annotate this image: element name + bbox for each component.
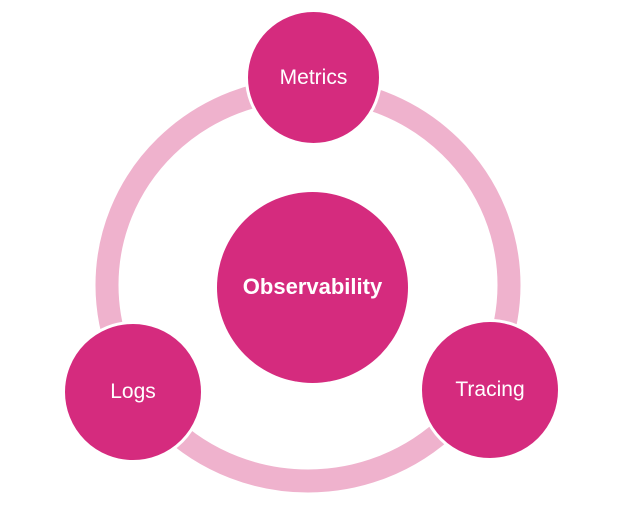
node-tracing: Tracing (419, 319, 561, 461)
node-logs: Logs (62, 321, 204, 463)
node-observability: Observability (217, 192, 408, 383)
node-observability-label: Observability (242, 274, 383, 300)
node-tracing-label: Tracing (455, 378, 525, 402)
node-metrics: Metrics (245, 9, 382, 146)
node-logs-label: Logs (110, 380, 156, 404)
node-metrics-label: Metrics (279, 65, 348, 89)
